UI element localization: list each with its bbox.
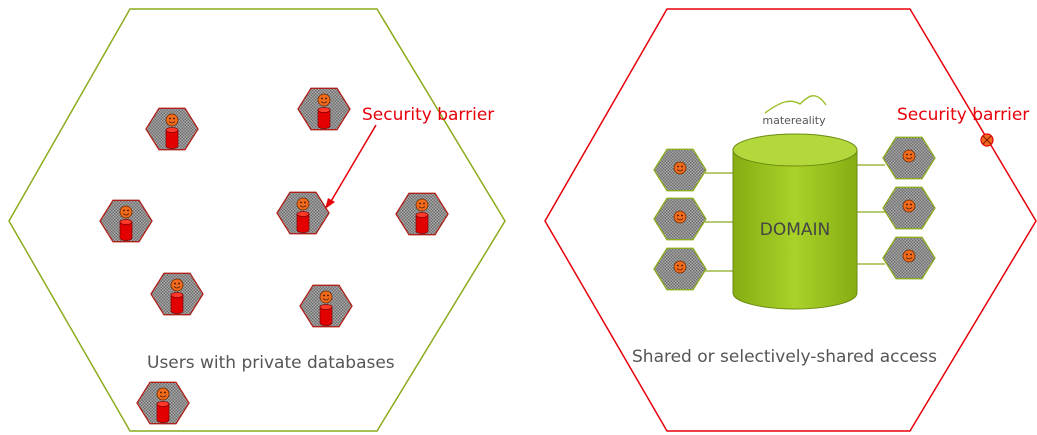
- database-icon: [170, 292, 184, 314]
- user-hex-icon: [653, 247, 707, 291]
- database-icon: [296, 211, 310, 233]
- user-with-database: [150, 272, 204, 316]
- user-with-database: [299, 284, 353, 328]
- user-with-database: [99, 199, 153, 243]
- user-hex-icon: [882, 186, 936, 230]
- smiley-icon: [156, 387, 170, 401]
- right-caption: Shared or selectively-shared access: [632, 347, 937, 367]
- smiley-icon: [902, 249, 916, 263]
- user-with-database: [136, 381, 190, 425]
- database-icon: [119, 219, 133, 241]
- database-icon: [317, 107, 331, 129]
- smiley-icon: [317, 93, 331, 107]
- right-domain-hexagon: [544, 8, 1037, 432]
- right-user-group: [653, 136, 936, 291]
- right-barrier-label: Security barrier: [897, 105, 1029, 125]
- database-icon: [415, 212, 429, 234]
- barrier-arrow: [329, 124, 377, 204]
- smiley-icon: [902, 199, 916, 213]
- smiley-icon: [165, 113, 179, 127]
- smiley-icon: [673, 210, 687, 224]
- barrier-marker-icon: [980, 133, 994, 147]
- user-with-database: [395, 192, 449, 236]
- user-hex-icon: [882, 236, 936, 280]
- left-domain-hexagon: [8, 8, 506, 432]
- database-icon: [156, 401, 170, 423]
- domain-label: DOMAIN: [760, 220, 831, 240]
- database-icon: [165, 127, 179, 149]
- smiley-icon: [673, 161, 687, 175]
- left-caption: Users with private databases: [147, 353, 395, 373]
- smiley-icon: [319, 290, 333, 304]
- database-icon: [319, 304, 333, 326]
- domain-database: DOMAIN: [732, 133, 858, 310]
- smiley-icon: [673, 260, 687, 274]
- user-hex-icon: [653, 148, 707, 192]
- matereality-logo: matereality: [762, 95, 827, 127]
- smiley-icon: [902, 149, 916, 163]
- smiley-icon: [170, 278, 184, 292]
- left-barrier-label: Security barrier: [362, 105, 494, 125]
- barrier-arrowhead: [325, 198, 335, 209]
- user-hex-icon: [653, 197, 707, 241]
- smiley-icon: [119, 205, 133, 219]
- user-with-database: [276, 191, 330, 235]
- connector-lines: [705, 164, 885, 272]
- user-with-database: [297, 87, 351, 131]
- left-user-group: [99, 87, 449, 425]
- logo-text: matereality: [762, 114, 826, 127]
- left-panel: Security barrier Users with private data…: [8, 8, 506, 432]
- user-with-database: [145, 107, 199, 151]
- user-hex-icon: [882, 136, 936, 180]
- right-panel: DOMAIN matereality Security barrier Shar…: [544, 8, 1037, 432]
- smiley-icon: [415, 198, 429, 212]
- smiley-icon: [296, 197, 310, 211]
